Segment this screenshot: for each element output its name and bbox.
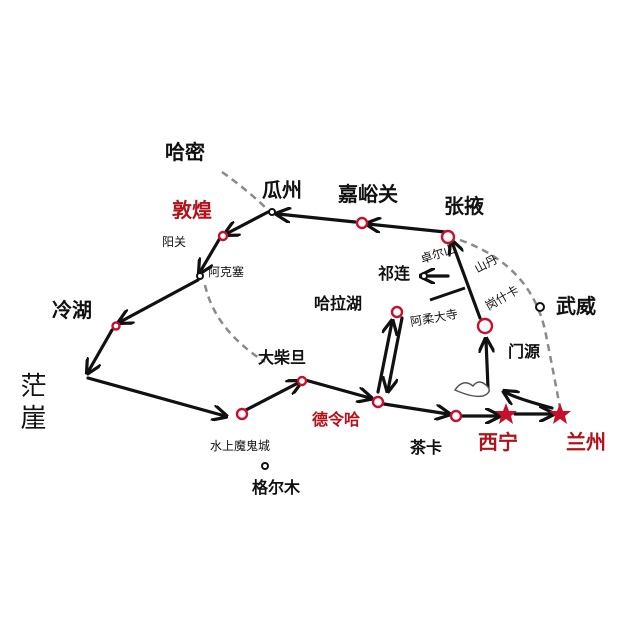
label-dunhuang: 敦煌 bbox=[172, 198, 212, 222]
marker-zhangye bbox=[440, 229, 456, 245]
route-delingha-halahu-up bbox=[376, 322, 392, 394]
route-akesai-lenghu bbox=[120, 278, 200, 322]
location-markers bbox=[111, 216, 494, 423]
label-hami: 哈密 bbox=[165, 140, 205, 164]
route-shuishang-dachaidan bbox=[240, 382, 300, 414]
route-lanzhou-menyuan bbox=[505, 392, 554, 410]
marker-lenghu bbox=[111, 321, 121, 331]
label-wuwei: 武威 bbox=[556, 294, 596, 318]
qinghai-lake-doodle bbox=[453, 381, 490, 398]
label-menyuan: 门源 bbox=[508, 342, 541, 361]
marker-dunhuang bbox=[217, 230, 229, 242]
dashed-line-akesai-dachaidan bbox=[203, 284, 266, 364]
label-guazhou: 瓜州 bbox=[262, 178, 302, 202]
marker-jiayuguan bbox=[355, 216, 369, 230]
route-arou-cross bbox=[429, 286, 466, 302]
route-zhangye-jiayuguan bbox=[368, 224, 447, 234]
marker-dachaidan bbox=[296, 375, 308, 387]
label-qilian: 祁连 bbox=[378, 264, 411, 283]
label-zhangye: 张掖 bbox=[444, 194, 484, 218]
marker-wuwei bbox=[535, 302, 545, 312]
label-geermu: 格尔木 bbox=[252, 478, 301, 497]
dashed-line-hami-guazhou bbox=[221, 170, 271, 213]
marker-delingha bbox=[371, 395, 385, 409]
marker-akesai bbox=[196, 272, 204, 280]
label-akesai: 阿克塞 bbox=[208, 265, 245, 279]
marker-gangshika bbox=[476, 317, 494, 335]
marker-chaka bbox=[449, 409, 463, 423]
label-lanzhou: 兰州 bbox=[566, 430, 606, 454]
route-gangshika-zhangye bbox=[452, 242, 482, 320]
route-lenghu-mangya bbox=[88, 328, 114, 372]
star-lanzhou bbox=[549, 403, 571, 424]
route-jiayuguan-guazhou bbox=[278, 214, 357, 224]
label-lenghu: 冷湖 bbox=[52, 298, 92, 322]
dashed-border-lines bbox=[203, 170, 562, 409]
label-xining: 西宁 bbox=[478, 430, 518, 454]
label-dachaidan: 大柴旦 bbox=[258, 348, 307, 367]
city-stars bbox=[495, 403, 571, 424]
marker-qilian bbox=[420, 272, 428, 280]
route-mangya-shuishang bbox=[86, 376, 225, 416]
route-dunhuang-akesai bbox=[200, 236, 222, 272]
label-yangguan: 阳关 bbox=[162, 235, 187, 249]
black-markers bbox=[196, 208, 545, 470]
route-halahu-delingha-down bbox=[388, 316, 404, 390]
route-dachaidan-delingha bbox=[303, 378, 370, 398]
route-guazhou-dunhuang bbox=[226, 210, 270, 234]
marker-geermu bbox=[261, 462, 269, 470]
label-halahu: 哈拉湖 bbox=[314, 294, 363, 313]
label-shuishang: 水上魔鬼城 bbox=[210, 439, 271, 453]
label-chaka: 茶卡 bbox=[410, 438, 443, 457]
route-delingha-chaka bbox=[382, 402, 448, 414]
route-menyuan-gangshika bbox=[486, 340, 488, 390]
marker-shuishang bbox=[235, 407, 249, 421]
dashed-line-zhangye-lanzhou bbox=[459, 238, 562, 409]
label-jiayuguan: 嘉峪关 bbox=[338, 182, 398, 206]
star-xining bbox=[495, 403, 517, 424]
marker-guazhou bbox=[268, 208, 276, 216]
route-lines bbox=[88, 212, 552, 416]
marker-halahu bbox=[390, 305, 404, 319]
label-delingha: 德令哈 bbox=[312, 410, 361, 429]
label-mangya: 茫崖 bbox=[16, 372, 46, 436]
